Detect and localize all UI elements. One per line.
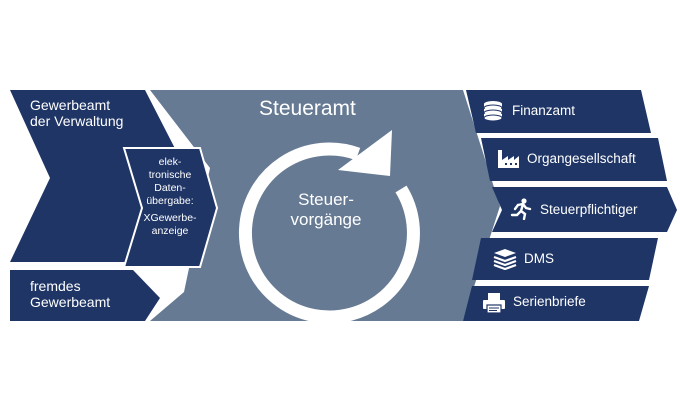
output-label-serienbriefe: Serienbriefe — [513, 294, 586, 309]
output-row-organgesellschaft — [481, 138, 667, 181]
output-row-dms — [472, 238, 658, 280]
left-top-label: Gewerbeamt der Verwaltung — [30, 97, 123, 129]
edi-line: XGewerbe- — [143, 211, 197, 224]
left-top-label-line1: Gewerbeamt — [30, 97, 111, 113]
output-label-dms: DMS — [524, 251, 554, 266]
coins-icon — [483, 101, 503, 122]
cycle-arrow — [238, 142, 420, 324]
output-row-steuerpflichtiger — [492, 187, 677, 232]
edi-label: elek- tronische Daten- übergabe: XGewerb… — [128, 156, 212, 238]
cycle-label-line1: Steuer- — [298, 190, 354, 209]
edi-line: übergabe: — [146, 195, 194, 208]
output-label-organgesellschaft: Organgesellschaft — [527, 151, 636, 166]
left-bottom-label-line1: fremdes — [30, 278, 81, 294]
left-top-label-line2: der Verwaltung — [30, 113, 124, 130]
edi-chevron — [122, 147, 219, 268]
output-row-serienbriefe — [463, 286, 649, 321]
output-label-steuerpflichtiger: Steuerpflichtiger — [540, 202, 638, 217]
edi-line: Daten- — [154, 182, 186, 195]
cycle-label: Steuer- vorgänge — [256, 190, 396, 229]
left-bottom-label-line2: Gewerbeamt — [30, 294, 111, 311]
left-bottom-chevron — [10, 270, 160, 321]
edi-line: tronische — [148, 169, 192, 182]
output-label-finanzamt: Finanzamt — [512, 103, 576, 118]
output-row-finanzamt — [466, 90, 651, 133]
factory-icon — [498, 150, 519, 168]
printer-icon — [483, 293, 505, 314]
stack-icon — [493, 249, 517, 270]
cycle-arrowhead — [338, 130, 392, 176]
edi-line: anzeige — [151, 224, 189, 237]
edi-line: elek- — [158, 156, 182, 168]
cycle-label-line2: vorgänge — [290, 209, 362, 229]
running-person-icon — [510, 198, 532, 220]
left-bottom-label: fremdes Gewerbeamt — [30, 278, 110, 310]
center-title: Steueramt — [259, 97, 356, 120]
